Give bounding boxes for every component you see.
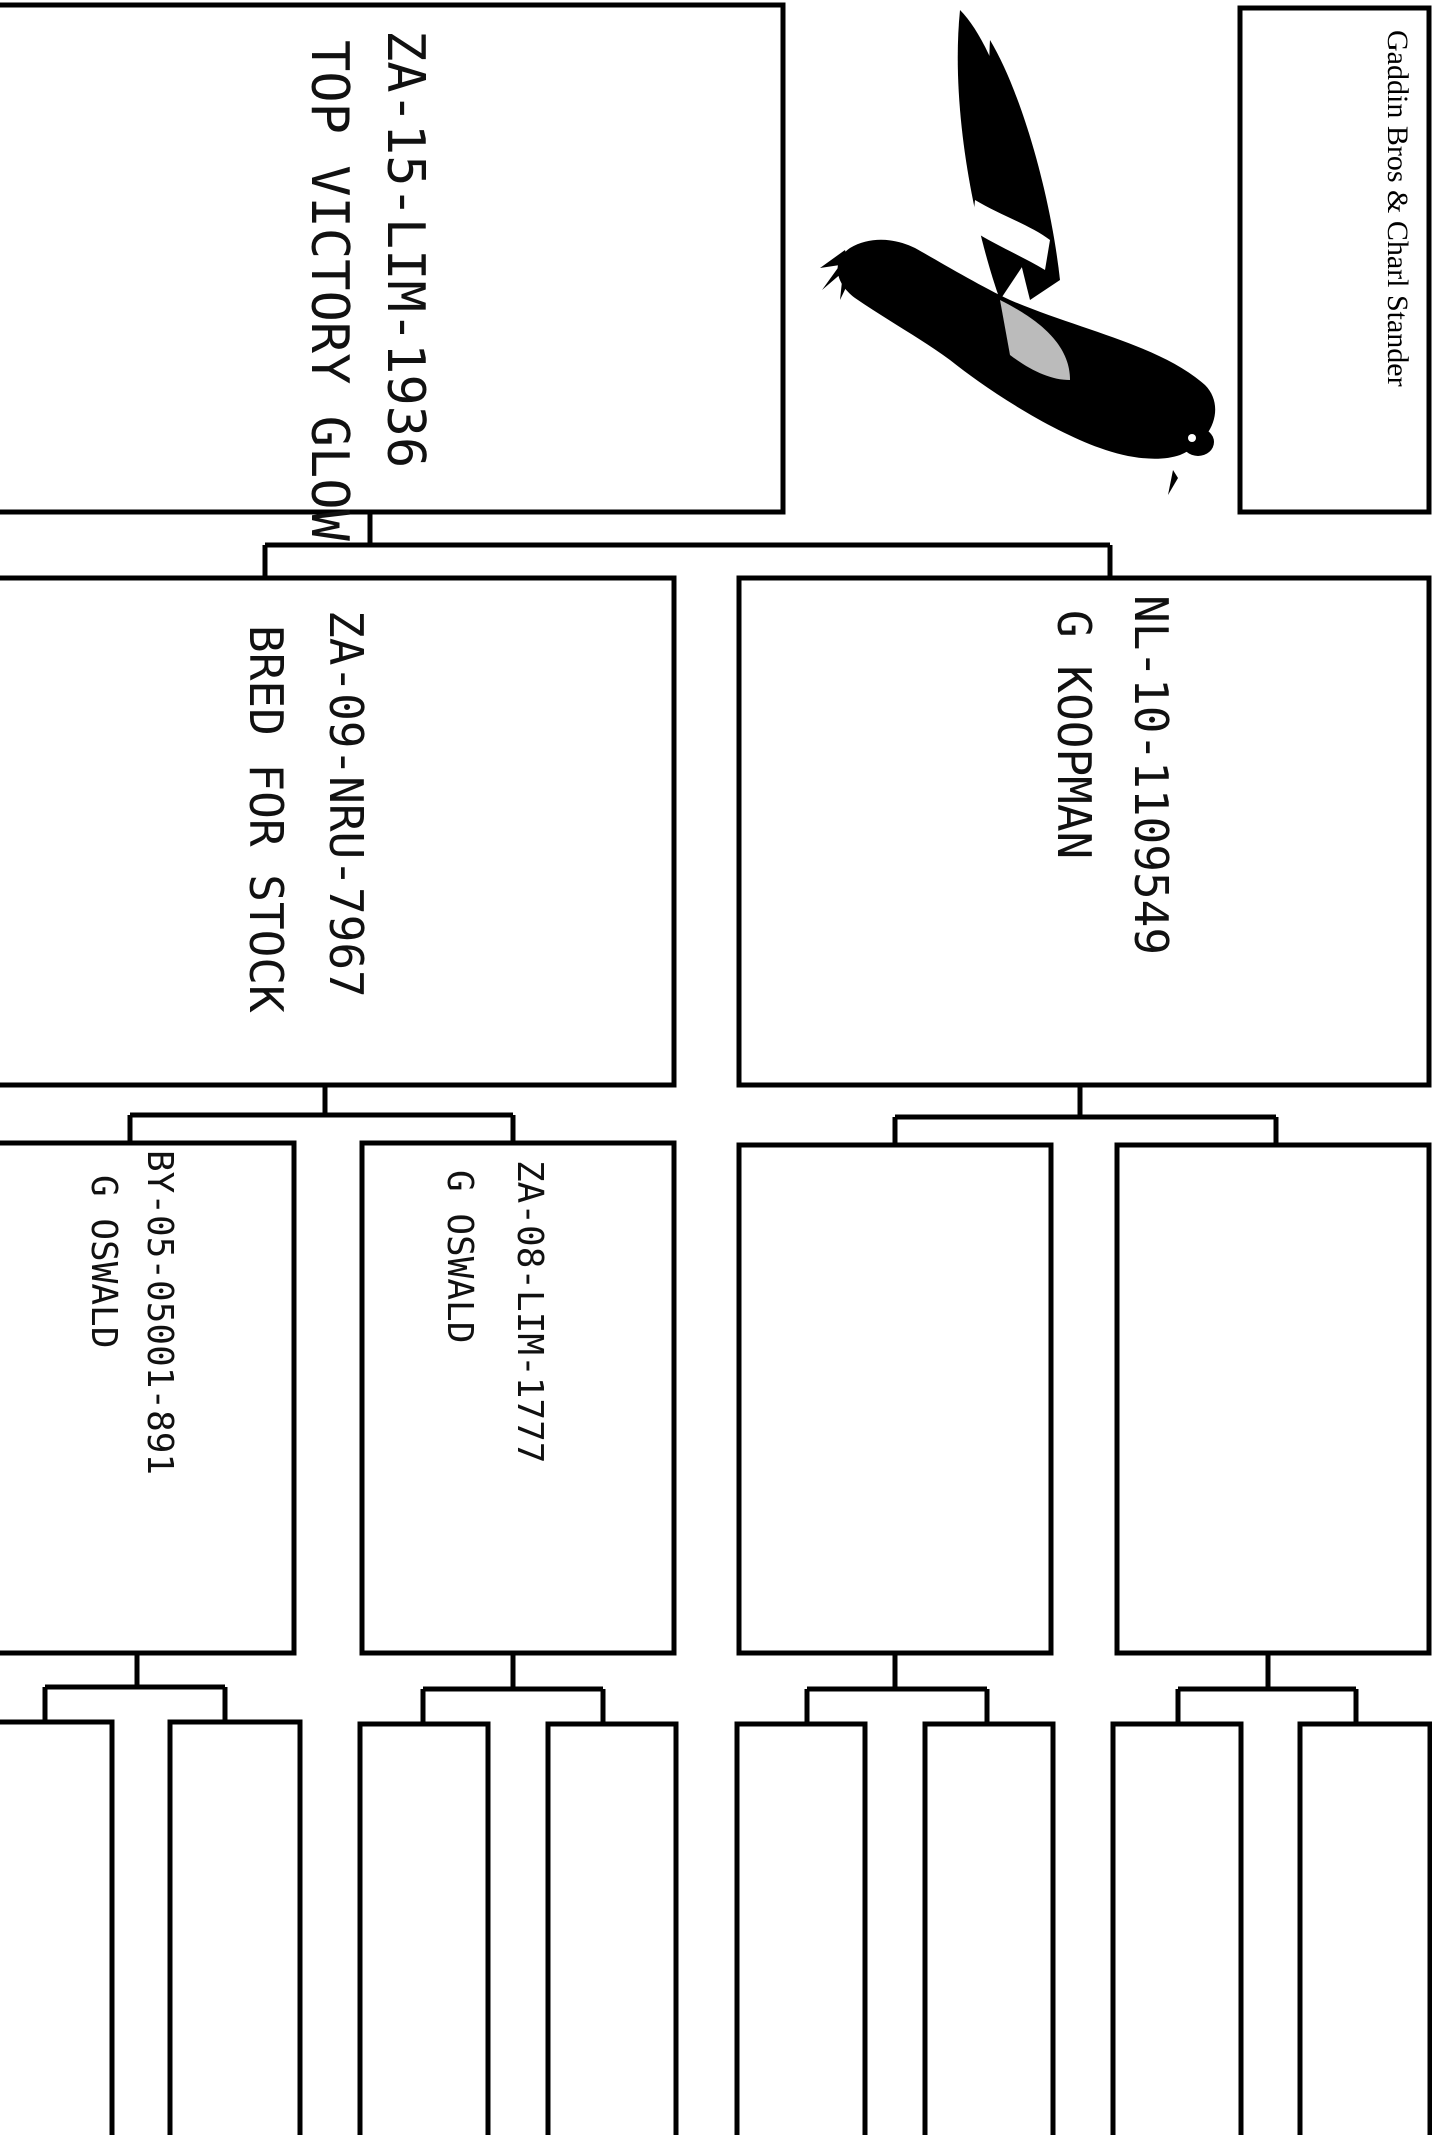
subject-ring: ZA-15-LIM-1936: [375, 30, 435, 468]
sire-dam-name: G OSWALD: [439, 1170, 480, 1343]
dam-name: G KOOPMAN: [1047, 610, 1101, 859]
great-grandparent-boxes: [0, 1722, 1430, 2135]
sire-sire-box: BY-05-05001-891 G OSWALD: [0, 1143, 294, 1653]
gg-box-4: [548, 1724, 676, 2135]
gg-box-3: [360, 1724, 488, 2135]
dam-ring: NL-10-1109549: [1124, 595, 1178, 955]
owner-label: Gaddin Bros & Charl Stander: [1381, 30, 1414, 387]
dam-dam-box: [1117, 1145, 1429, 1653]
gg-box-2: [170, 1722, 300, 2135]
owner-box: Gaddin Bros & Charl Stander: [1240, 8, 1429, 512]
sire-sire-ring: BY-05-05001-891: [139, 1150, 180, 1475]
gg-box-5: [737, 1724, 865, 2135]
sire-ring: ZA-09-NRU-7967: [319, 610, 373, 998]
sire-sire-name: G OSWALD: [83, 1175, 124, 1348]
pigeon-photo: [820, 10, 1215, 495]
sire-box: ZA-09-NRU-7967 BRED FOR STOCK: [0, 578, 674, 1085]
subject-box: ZA-15-LIM-1936 TOP VICTORY GLOW: [0, 5, 783, 542]
dam-box: NL-10-1109549 G KOOPMAN: [739, 578, 1429, 1085]
dam-sire-box: [739, 1145, 1051, 1653]
gg-box-8: [1300, 1724, 1430, 2135]
sire-dam-box: ZA-08-LIM-1777 G OSWALD: [362, 1143, 674, 1653]
gg-box-1: [0, 1722, 112, 2135]
sire-name: BRED FOR STOCK: [239, 625, 293, 1013]
subject-name: TOP VICTORY GLOW: [299, 40, 359, 542]
gg-box-6: [925, 1724, 1053, 2135]
gg-box-7: [1113, 1724, 1241, 2135]
sire-dam-ring: ZA-08-LIM-1777: [509, 1160, 550, 1463]
